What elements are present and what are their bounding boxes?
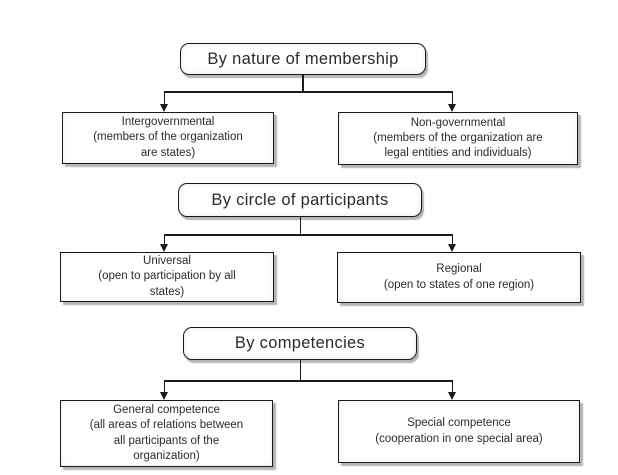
connector-arm-left xyxy=(163,234,165,245)
connector-stem xyxy=(299,216,301,234)
arrowhead-down-icon xyxy=(448,104,456,112)
header-label: By nature of membership xyxy=(207,49,399,68)
node-title: Non-governmental xyxy=(410,116,506,129)
header-by-competencies: By competencies xyxy=(183,327,417,360)
connector-bar xyxy=(163,380,453,382)
node-title: Intergovernmental xyxy=(121,116,215,129)
arrowhead-down-icon xyxy=(160,244,168,252)
connector-bar xyxy=(163,91,453,93)
node-intergovernmental: Intergovernmental (members of the organi… xyxy=(62,112,274,164)
header-by-circle-of-participants: By circle of participants xyxy=(178,183,422,217)
arrowhead-down-icon xyxy=(160,104,168,112)
node-title: General competence xyxy=(113,404,220,417)
connector-arm-right xyxy=(451,234,453,245)
node-universal: Universal (open to participation by all … xyxy=(60,252,274,302)
node-subtitle: (all areas of relations between all part… xyxy=(89,419,244,462)
arrowhead-down-icon xyxy=(160,392,168,400)
header-label: By circle of participants xyxy=(211,190,389,209)
connector-arm-right xyxy=(451,380,453,393)
arrowhead-down-icon xyxy=(448,392,456,400)
connector-stem xyxy=(302,74,304,91)
header-by-nature-of-membership: By nature of membership xyxy=(180,43,426,75)
node-regional: Regional (open to states of one region) xyxy=(337,252,581,303)
node-subtitle: (members of the organization are legal e… xyxy=(373,131,543,160)
node-subtitle: (members of the organization are states) xyxy=(93,131,243,159)
node-subtitle: (open to states of one region) xyxy=(383,278,535,291)
node-subtitle: (cooperation in one special area) xyxy=(375,432,543,445)
node-title: Special competence xyxy=(407,417,511,430)
connector-arm-left xyxy=(163,91,165,104)
node-non-governmental: Non-governmental (members of the organiz… xyxy=(338,112,578,165)
arrowhead-down-icon xyxy=(448,244,456,252)
connector-bar xyxy=(163,234,453,236)
connector-stem xyxy=(299,359,301,380)
connector-arm-right xyxy=(451,91,453,104)
node-special-competence: Special competence (cooperation in one s… xyxy=(338,400,580,463)
header-label: By competencies xyxy=(234,334,366,352)
node-title: Universal xyxy=(143,255,191,268)
node-subtitle: (open to participation by all states) xyxy=(98,270,236,298)
connector-arm-left xyxy=(163,380,165,393)
node-title: Regional xyxy=(436,263,482,276)
node-general-competence: General competence (all areas of relatio… xyxy=(60,400,273,467)
